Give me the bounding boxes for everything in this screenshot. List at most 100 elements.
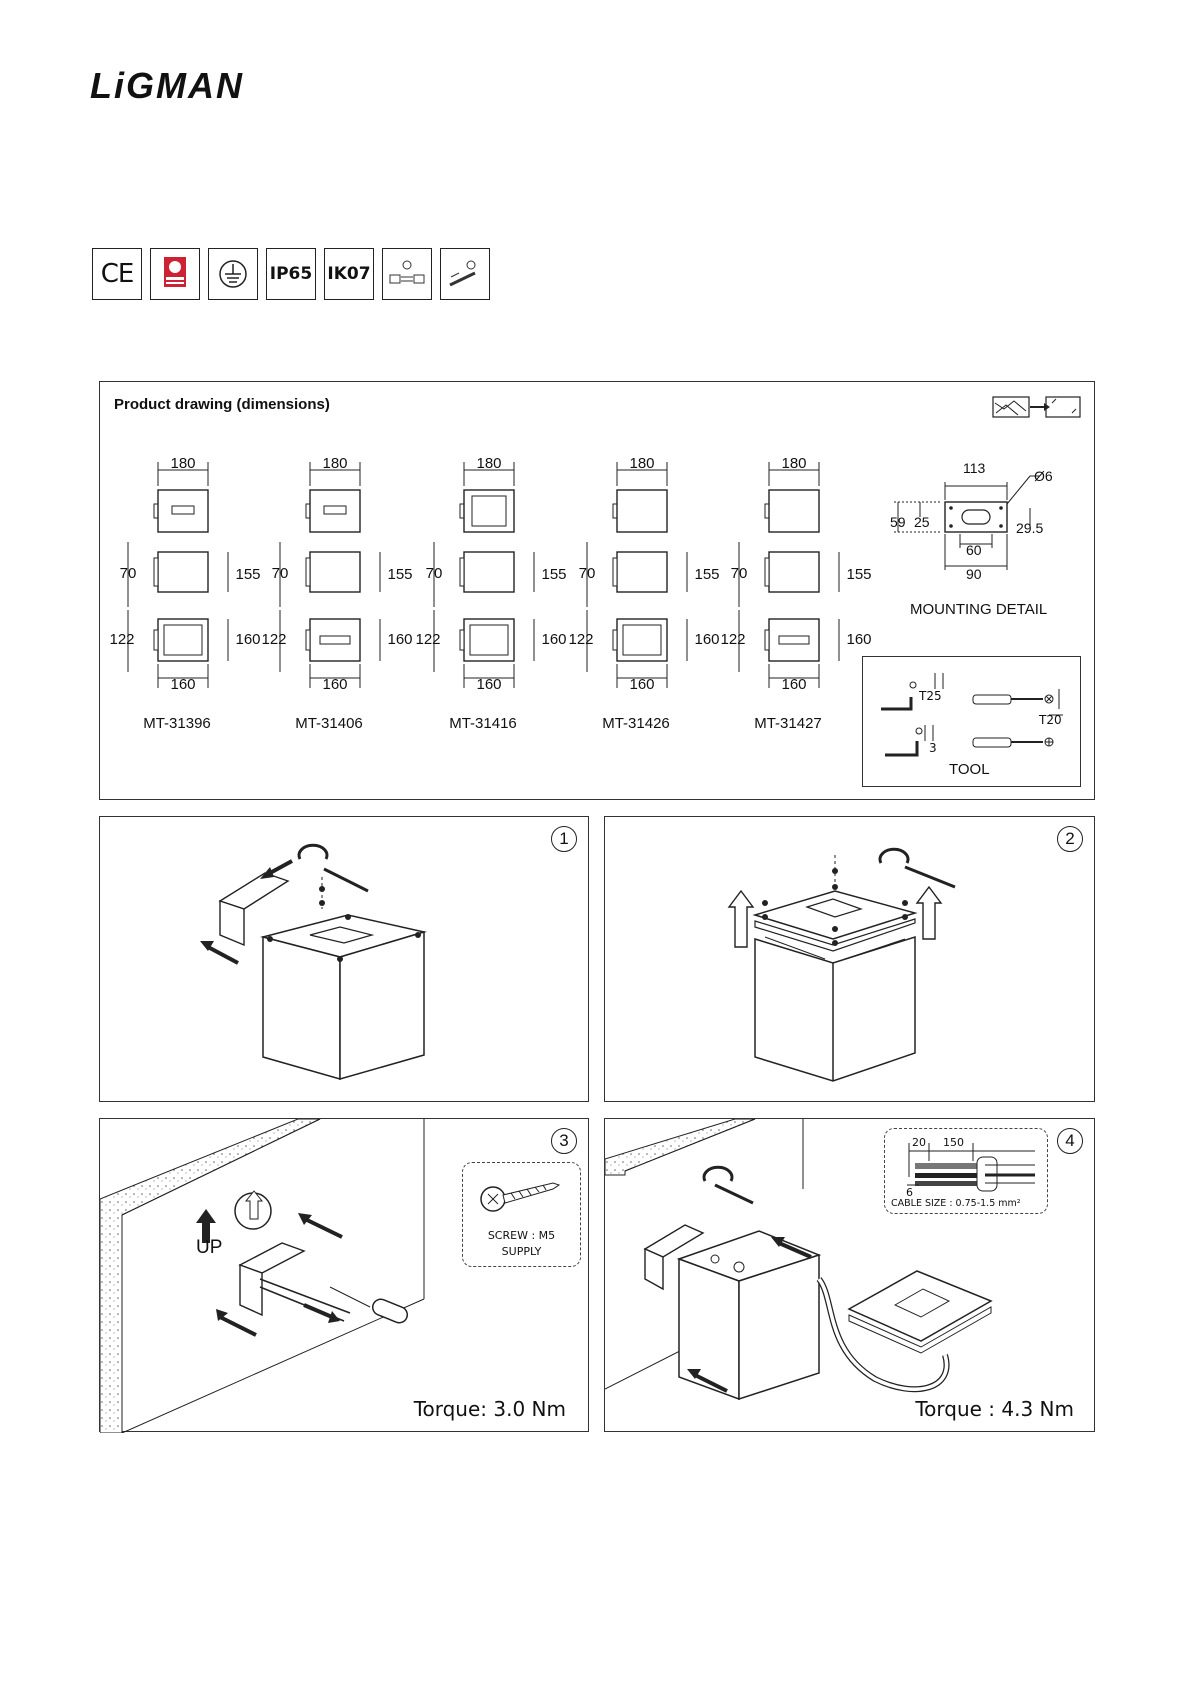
cable-dim-150: 150 bbox=[943, 1136, 964, 1149]
model-label: MT-31396 bbox=[143, 715, 211, 732]
top-window bbox=[471, 495, 507, 527]
mounting-detail-label: MOUNTING DETAIL bbox=[910, 601, 1048, 618]
bracket bbox=[764, 629, 770, 651]
screw-note-line2: SUPPLY bbox=[501, 1245, 542, 1258]
surface-mount-icon bbox=[992, 396, 1081, 418]
mount-dim-59: 59 bbox=[890, 514, 906, 530]
bracket bbox=[459, 629, 465, 651]
bracket bbox=[764, 557, 770, 587]
front-window bbox=[778, 635, 810, 645]
step-1-illustration bbox=[200, 843, 427, 1080]
bracket bbox=[153, 629, 159, 651]
bracket bbox=[305, 503, 311, 519]
front-view bbox=[309, 618, 361, 662]
bracket bbox=[153, 557, 159, 587]
screwdriver-installation-icon bbox=[440, 248, 490, 300]
tool-box: T25 T20 3 TOOL bbox=[862, 656, 1081, 787]
screw-note-callout: SCREW : M5 SUPPLY bbox=[462, 1162, 581, 1267]
ik07-icon: IK07 bbox=[324, 248, 374, 300]
top-window bbox=[171, 505, 195, 515]
tool-drawings bbox=[881, 673, 1063, 757]
bracket bbox=[305, 557, 311, 587]
front-window bbox=[163, 624, 203, 656]
mount-dim-hole: Ø6 bbox=[1034, 468, 1053, 484]
step-1-panel: 1 bbox=[99, 816, 589, 1102]
cable-size-label: CABLE SIZE : 0.75-1.5 mm² bbox=[891, 1198, 1021, 1209]
bracket bbox=[305, 629, 311, 651]
dim-height-160: 160 bbox=[541, 631, 566, 648]
mount-dim-90: 90 bbox=[966, 566, 982, 582]
dim-height-70: 70 bbox=[120, 565, 137, 582]
side-view bbox=[616, 551, 668, 593]
dim-width-bottom: 160 bbox=[322, 676, 347, 693]
dim-width-bottom: 160 bbox=[170, 676, 195, 693]
dim-height-155: 155 bbox=[541, 566, 566, 583]
up-label: UP bbox=[196, 1237, 223, 1258]
mount-dim-25: 25 bbox=[914, 514, 930, 530]
dim-width-bottom: 160 bbox=[476, 676, 501, 693]
step-2-panel: 2 bbox=[604, 816, 1095, 1102]
step-number: 2 bbox=[1057, 826, 1083, 852]
top-view bbox=[309, 489, 361, 533]
dim-height-155: 155 bbox=[387, 566, 412, 583]
screw-icon bbox=[480, 1182, 561, 1212]
dim-height-122: 122 bbox=[109, 631, 134, 648]
tool-hex-3: 3 bbox=[929, 741, 937, 755]
bracket bbox=[459, 503, 465, 519]
dim-height-70: 70 bbox=[579, 565, 596, 582]
bracket bbox=[764, 503, 770, 519]
side-view bbox=[463, 551, 515, 593]
dim-height-160: 160 bbox=[694, 631, 719, 648]
model-label: MT-31416 bbox=[449, 715, 517, 732]
model-label: MT-31406 bbox=[295, 715, 363, 732]
earth-ground-icon bbox=[208, 248, 258, 300]
dim-height-122: 122 bbox=[415, 631, 440, 648]
dim-width-top: 180 bbox=[322, 455, 347, 472]
quality-badge-icon bbox=[150, 248, 200, 300]
step-number: 4 bbox=[1057, 1128, 1083, 1154]
product-drawing-title: Product drawing (dimensions) bbox=[114, 396, 330, 413]
svg-text:LiGMAN: LiGMAN bbox=[90, 66, 244, 106]
front-view bbox=[463, 618, 515, 662]
mount-dim-60: 60 bbox=[966, 542, 982, 558]
dim-height-155: 155 bbox=[846, 566, 871, 583]
cable-size-callout: 20 150 6 CABLE SIZE : 0.75-1.5 mm² bbox=[884, 1128, 1048, 1214]
mounting-detail-drawing bbox=[894, 475, 1040, 570]
bracket bbox=[612, 557, 618, 587]
dim-width-top: 180 bbox=[170, 455, 195, 472]
top-view bbox=[768, 489, 820, 533]
dim-height-155: 155 bbox=[235, 566, 260, 583]
ligman-logo: LiGMAN bbox=[90, 66, 244, 106]
side-view bbox=[157, 551, 209, 593]
front-view bbox=[768, 618, 820, 662]
top-view bbox=[157, 489, 209, 533]
bracket bbox=[459, 557, 465, 587]
ce-mark-icon: CE bbox=[92, 248, 142, 300]
tool-label: TOOL bbox=[949, 761, 990, 778]
dim-height-160: 160 bbox=[846, 631, 871, 648]
side-view bbox=[309, 551, 361, 593]
dim-height-122: 122 bbox=[261, 631, 286, 648]
model-label: MT-31427 bbox=[754, 715, 822, 732]
dim-height-122: 122 bbox=[720, 631, 745, 648]
dim-height-70: 70 bbox=[272, 565, 289, 582]
step-4-illustration bbox=[605, 1119, 993, 1401]
bracket bbox=[153, 503, 159, 519]
dim-height-70: 70 bbox=[426, 565, 443, 582]
bracket bbox=[612, 629, 618, 651]
dim-height-70: 70 bbox=[731, 565, 748, 582]
mount-dim-113: 113 bbox=[963, 460, 986, 476]
model-label: MT-31426 bbox=[602, 715, 670, 732]
cable-strip-diagram bbox=[907, 1143, 1035, 1192]
bracket bbox=[612, 503, 618, 519]
torque-label: Torque: 3.0 Nm bbox=[413, 1397, 566, 1421]
dim-height-155: 155 bbox=[694, 566, 719, 583]
front-window bbox=[469, 624, 509, 656]
dim-width-top: 180 bbox=[781, 455, 806, 472]
top-view bbox=[616, 489, 668, 533]
mount-dim-29-5: 29.5 bbox=[1016, 520, 1044, 536]
product-drawing-panel: Product drawing (dimensions) 180 70 155 122… bbox=[99, 381, 1095, 800]
step-2-illustration bbox=[727, 847, 956, 1082]
dim-height-122: 122 bbox=[568, 631, 593, 648]
